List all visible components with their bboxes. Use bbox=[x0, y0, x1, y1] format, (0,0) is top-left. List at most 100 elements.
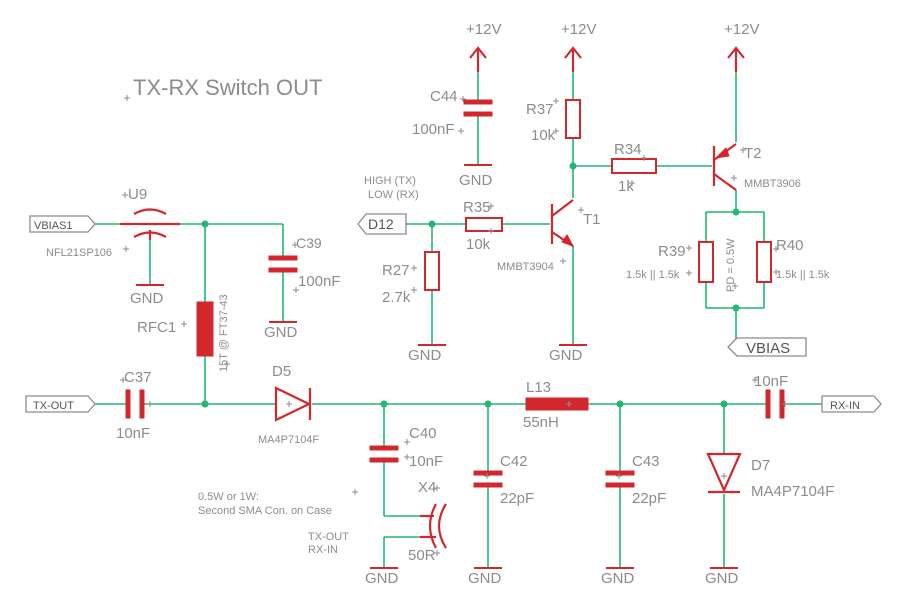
gnd-d7: GND bbox=[705, 567, 739, 587]
d5-diode: D5 MA4P7104F bbox=[258, 363, 319, 446]
r27-resistor: R27 2.7k bbox=[382, 251, 440, 306]
svg-text:+12V: +12V bbox=[724, 21, 759, 38]
note-power-1: 0.5W or 1W: bbox=[198, 491, 259, 503]
u9-filter: U9 NFL21SP106 bbox=[46, 186, 180, 259]
x4-connector: X4 50R bbox=[408, 479, 447, 564]
r37-resistor: R37 10k bbox=[526, 99, 581, 144]
svg-text:RFC1: RFC1 bbox=[137, 319, 176, 336]
svg-text:C43: C43 bbox=[632, 453, 660, 470]
origin-crosses bbox=[120, 95, 788, 556]
svg-text:R35: R35 bbox=[463, 199, 491, 216]
svg-text:GND: GND bbox=[130, 290, 164, 307]
c42-capacitor: C42 22pF bbox=[473, 453, 534, 507]
t2-transistor: T2 MMBT3906 bbox=[712, 143, 801, 191]
svg-text:100nF: 100nF bbox=[298, 273, 341, 290]
svg-text:C37: C37 bbox=[124, 369, 152, 386]
svg-text:GND: GND bbox=[468, 570, 502, 587]
svg-text:R34: R34 bbox=[614, 141, 642, 158]
note-low-rx: LOW (RX) bbox=[368, 189, 419, 201]
svg-text:L13: L13 bbox=[526, 379, 551, 396]
r40-resistor: R40 1.5k || 1.5k bbox=[756, 237, 830, 283]
supply-12v-c44: +12V bbox=[466, 21, 501, 72]
supply-12v-t2: +12V bbox=[724, 21, 759, 72]
svg-text:MMBT3904: MMBT3904 bbox=[497, 261, 554, 273]
r39-resistor: R39 1.5k || 1.5k bbox=[626, 241, 714, 283]
svg-text:C40: C40 bbox=[409, 425, 437, 442]
svg-text:R40: R40 bbox=[776, 237, 804, 254]
note-x4-pin2: RX-IN bbox=[308, 544, 338, 556]
note-high-tx: HIGH (TX) bbox=[364, 175, 416, 187]
supply-12v-r37: +12V bbox=[561, 21, 596, 72]
gnd-c42: GND bbox=[468, 567, 502, 587]
svg-text:C39: C39 bbox=[296, 235, 322, 251]
svg-text:MMBT3906: MMBT3906 bbox=[744, 178, 801, 190]
rfc1-choke: RFC1 15T @ FT37-43 bbox=[137, 294, 230, 372]
gnd-x4: GND bbox=[365, 567, 399, 587]
svg-text:10nF: 10nF bbox=[754, 373, 788, 390]
svg-text:R37: R37 bbox=[526, 101, 554, 118]
svg-text:GND: GND bbox=[549, 347, 583, 364]
svg-text:C42: C42 bbox=[500, 453, 528, 470]
svg-text:10nF: 10nF bbox=[409, 453, 443, 470]
d7-diode: D7 MA4P7104F bbox=[706, 452, 834, 500]
schematic-title: TX-RX Switch OUT bbox=[133, 75, 322, 100]
svg-text:GND: GND bbox=[601, 570, 635, 587]
gnd-u9: GND bbox=[130, 284, 164, 307]
svg-text:GND: GND bbox=[459, 172, 493, 189]
svg-text:D12: D12 bbox=[368, 216, 394, 232]
r35-resistor: R35 10k bbox=[463, 199, 503, 253]
note-x4-pin1: TX-OUT bbox=[308, 531, 349, 543]
svg-text:1k: 1k bbox=[618, 178, 634, 195]
note-power-2: Second SMA Con. on Case bbox=[198, 505, 332, 517]
svg-text:NFL21SP106: NFL21SP106 bbox=[46, 247, 112, 259]
svg-text:C44: C44 bbox=[430, 88, 458, 105]
svg-text:RX-IN: RX-IN bbox=[830, 400, 860, 412]
svg-text:D5: D5 bbox=[272, 363, 291, 380]
svg-text:+12V: +12V bbox=[561, 21, 596, 38]
port-vbias1: VBIAS1 bbox=[29, 215, 96, 233]
svg-text:1.5k || 1.5k: 1.5k || 1.5k bbox=[626, 269, 680, 281]
svg-text:15T @ FT37-43: 15T @ FT37-43 bbox=[218, 294, 230, 372]
svg-text:GND: GND bbox=[365, 570, 399, 587]
svg-text:22pF: 22pF bbox=[500, 490, 534, 507]
svg-text:T1: T1 bbox=[583, 211, 601, 228]
gnd-r27: GND bbox=[408, 344, 446, 364]
svg-text:X4: X4 bbox=[418, 479, 436, 496]
port-tx-out: TX-OUT bbox=[25, 395, 96, 413]
svg-text:R39: R39 bbox=[658, 243, 686, 260]
t1-transistor: T1 MMBT3904 bbox=[497, 199, 601, 273]
svg-text:GND: GND bbox=[264, 324, 298, 341]
svg-text:MA4P7104F: MA4P7104F bbox=[751, 483, 834, 500]
svg-text:T2: T2 bbox=[744, 145, 762, 162]
svg-text:22pF: 22pF bbox=[632, 490, 666, 507]
port-rx-in: RX-IN bbox=[821, 395, 882, 413]
c43-capacitor: C43 22pF bbox=[605, 453, 666, 507]
pd-note: PD = 0.5W bbox=[725, 238, 737, 292]
gnd-t1: GND bbox=[549, 344, 587, 364]
svg-text:100nF: 100nF bbox=[412, 121, 455, 138]
svg-text:MA4P7104F: MA4P7104F bbox=[258, 434, 319, 446]
svg-text:R27: R27 bbox=[382, 262, 410, 279]
gnd-c39: GND bbox=[264, 321, 298, 341]
svg-text:50R: 50R bbox=[408, 547, 436, 564]
svg-text:GND: GND bbox=[705, 570, 739, 587]
svg-text:GND: GND bbox=[408, 347, 442, 364]
svg-text:1.5k || 1.5k: 1.5k || 1.5k bbox=[776, 269, 830, 281]
c44-capacitor: C44 100nF bbox=[412, 88, 493, 138]
c40-capacitor: C40 10nF bbox=[369, 425, 443, 470]
svg-text:+12V: +12V bbox=[466, 21, 501, 38]
r34-resistor: R34 1k bbox=[611, 141, 657, 195]
svg-text:10nF: 10nF bbox=[116, 425, 150, 442]
svg-text:D7: D7 bbox=[751, 457, 770, 474]
svg-text:55nH: 55nH bbox=[523, 414, 559, 431]
c39-capacitor: C39 100nF bbox=[268, 235, 341, 290]
svg-text:TX-OUT: TX-OUT bbox=[33, 400, 74, 412]
svg-text:2.7k: 2.7k bbox=[382, 289, 411, 306]
c-rx-capacitor: 10nF bbox=[754, 373, 788, 419]
port-d12: D12 bbox=[357, 213, 407, 235]
gnd-c43: GND bbox=[601, 567, 635, 587]
gnd-c44: GND bbox=[459, 164, 493, 189]
svg-text:10k: 10k bbox=[466, 236, 491, 253]
c37-capacitor: C37 10nF bbox=[116, 369, 152, 442]
